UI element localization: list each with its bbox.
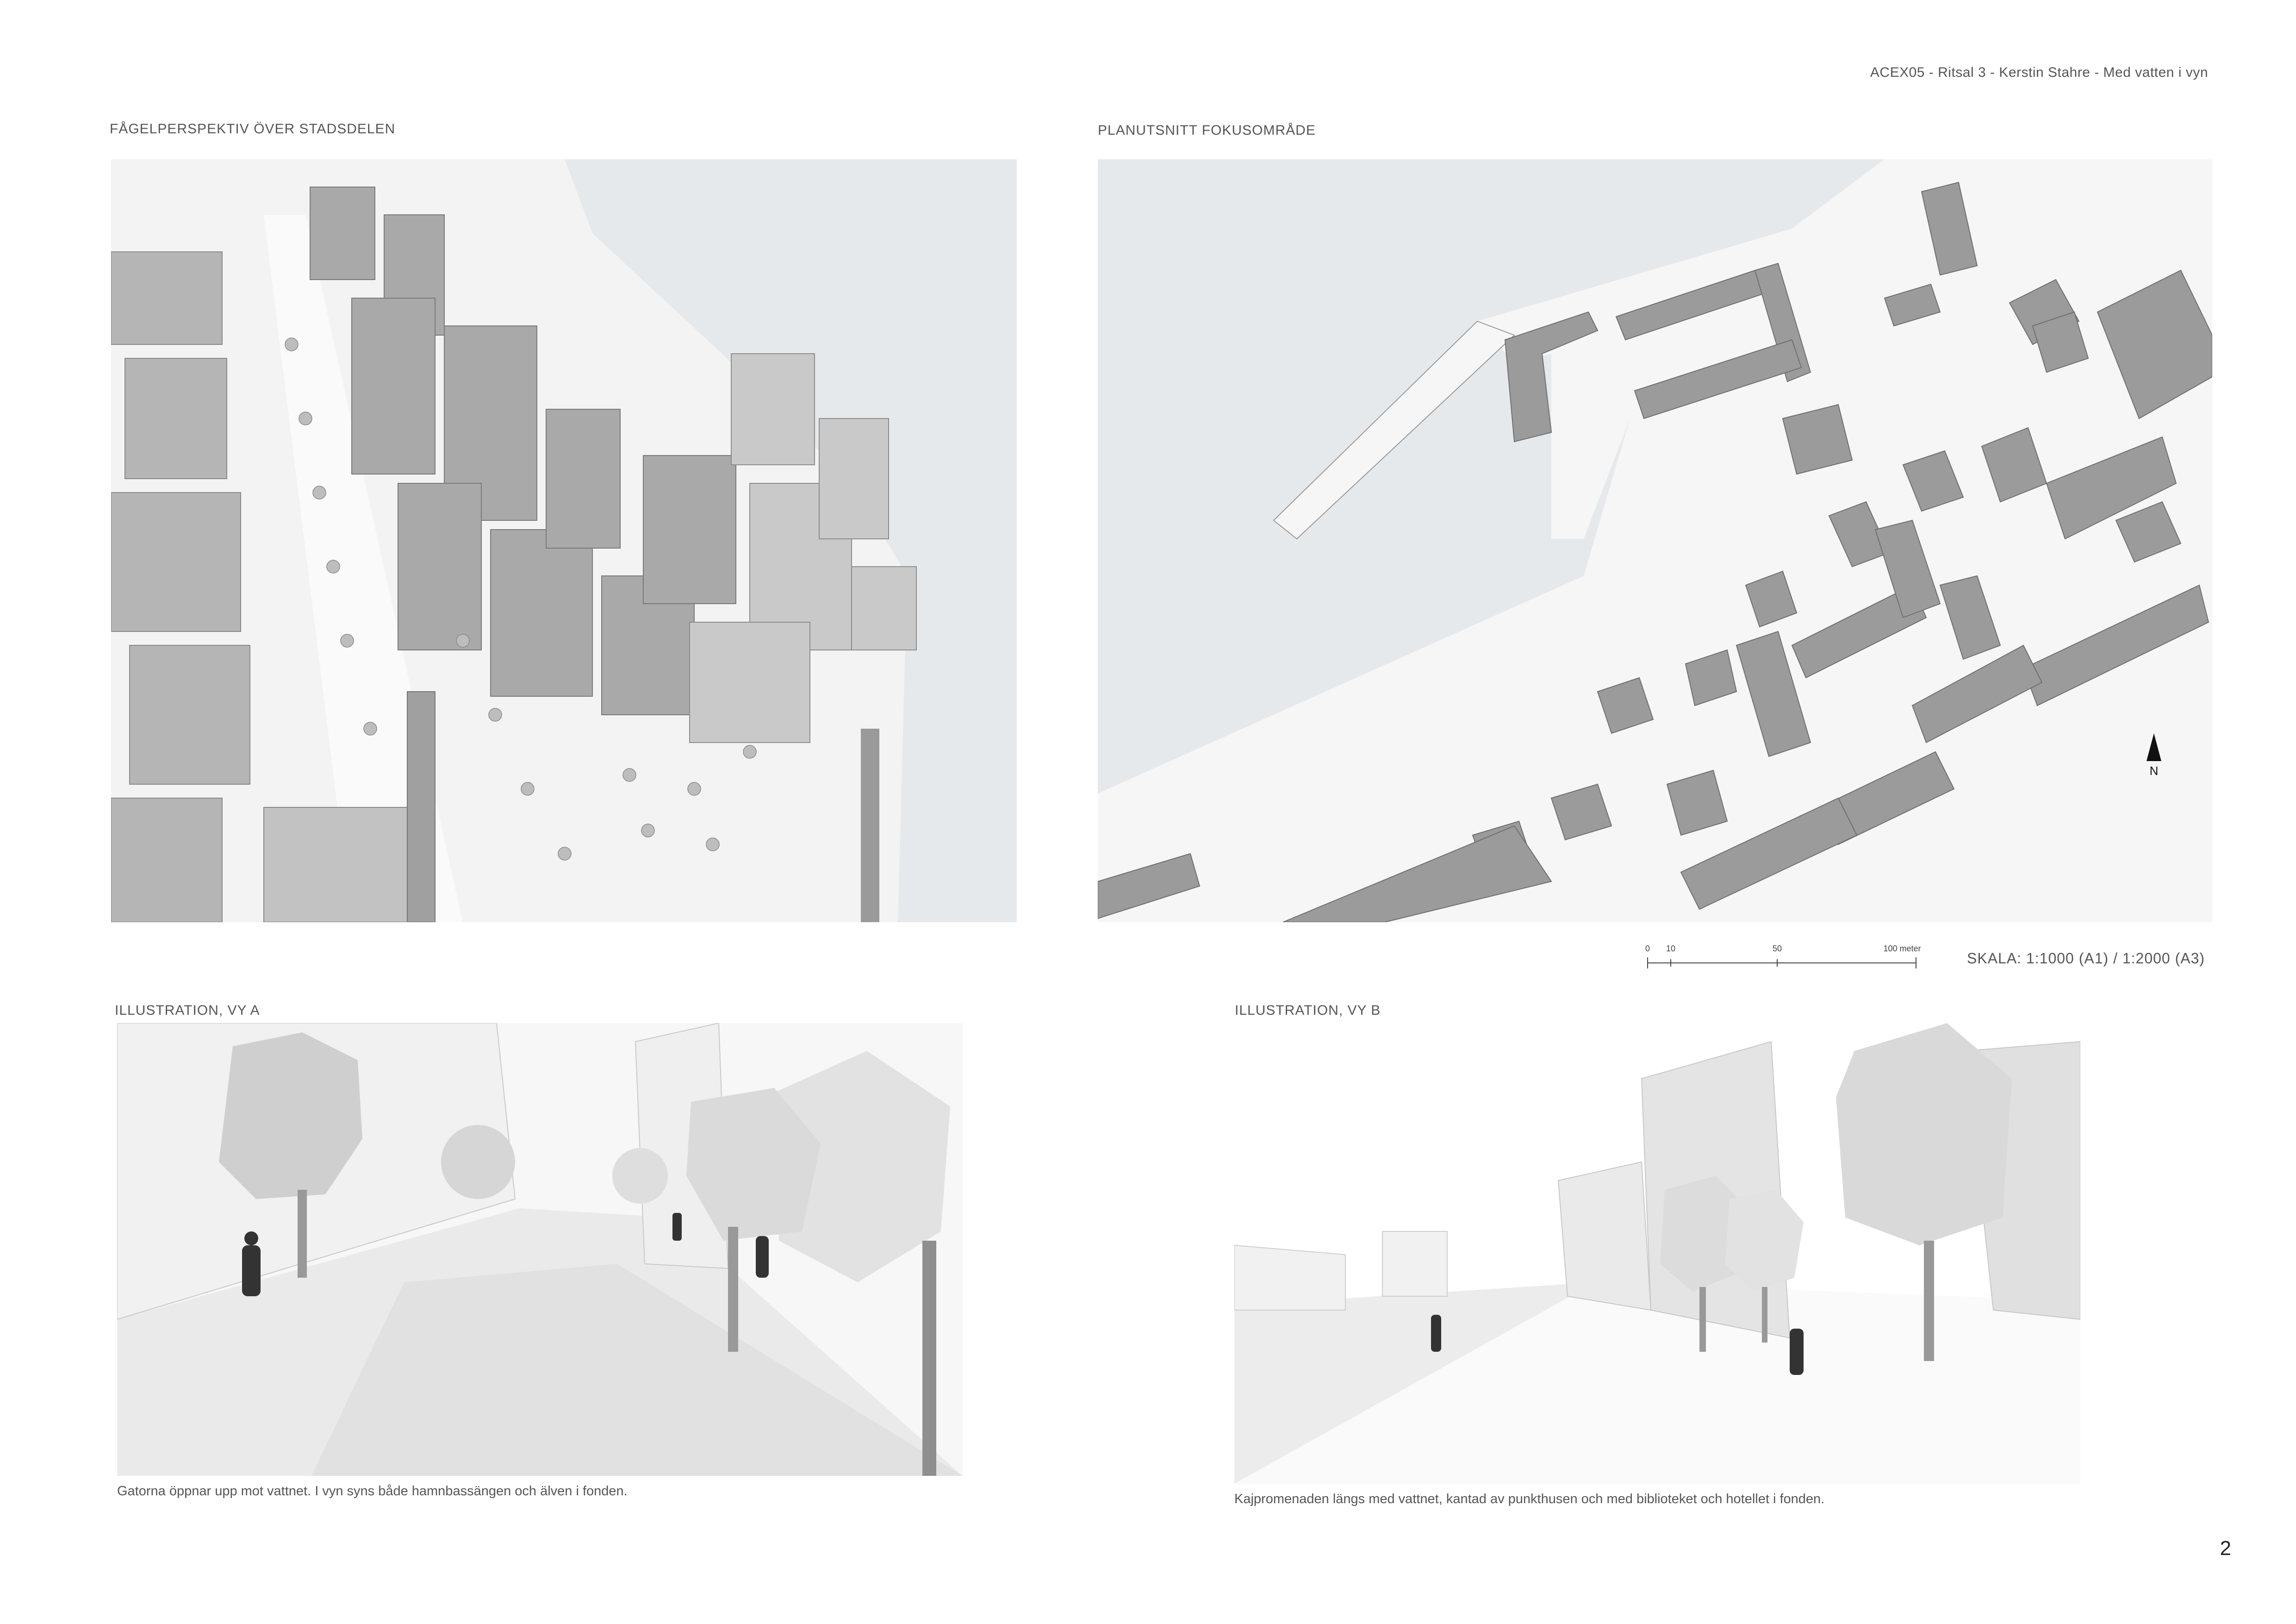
scale-label: SKALA: 1:1000 (A1) / 1:2000 (A3)	[1967, 950, 2205, 967]
plan-caption: PLANUTSNITT FOKUSOMRÅDE	[1098, 123, 1316, 138]
scale-tick-50: 50	[1773, 944, 1782, 953]
scale-tick-100: 100 meter	[1883, 944, 1921, 953]
site-plan-image: N	[1098, 159, 2212, 922]
view-b-illustration	[1234, 1023, 2080, 1484]
view-a-illustration	[117, 1023, 963, 1476]
page-number: 2	[2220, 1537, 2231, 1560]
scale-tick-0: 0	[1645, 944, 1650, 953]
scale-tick-10: 10	[1666, 944, 1675, 953]
birdseye-caption: FÅGELPERSPEKTIV ÖVER STADSDELEN	[110, 121, 396, 137]
birdseye-image	[111, 159, 1017, 922]
view-a-caption: ILLUSTRATION, VY A	[115, 1003, 260, 1018]
scale-bar: 0 10 50 100 meter	[1643, 935, 1921, 981]
document-header: ACEX05 - Ritsal 3 - Kerstin Stahre - Med…	[1870, 65, 2208, 80]
view-b-caption: ILLUSTRATION, VY B	[1235, 1003, 1381, 1018]
north-label: N	[2150, 764, 2159, 778]
view-b-description: Kajpromenaden längs med vattnet, kantad …	[1234, 1492, 1825, 1506]
view-a-description: Gatorna öppnar upp mot vattnet. I vyn sy…	[117, 1484, 628, 1499]
